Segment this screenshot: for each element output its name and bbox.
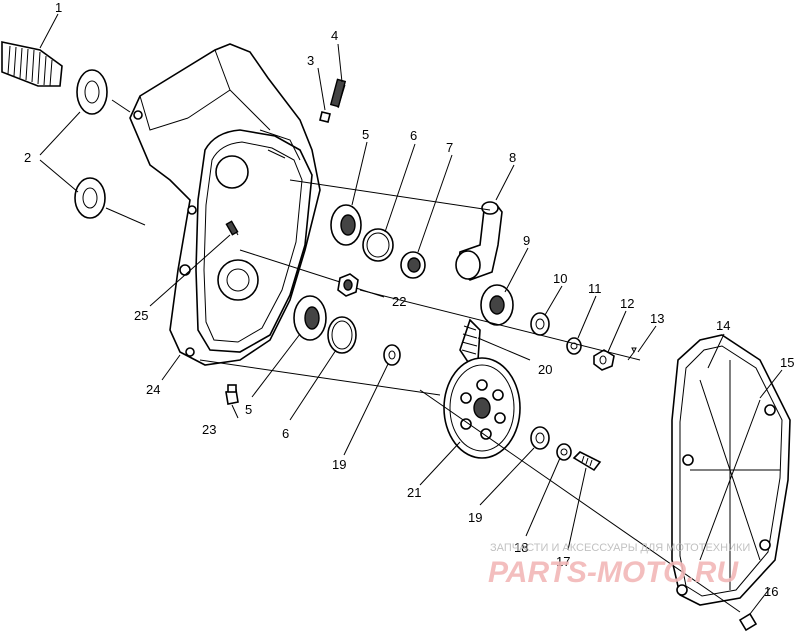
watermark-subtitle: ЗАПЧАСТИ И АКСЕССУАРЫ ДЛЯ МОТОТЕХНИКИ [490,542,750,554]
callout-20: 20 [538,362,552,377]
callout-5-upper: 5 [362,127,369,142]
callout-19-left: 19 [332,457,346,472]
nut-plug-stud [225,220,359,405]
callout-19-right: 19 [468,510,482,525]
watermark-brand: PARTS-MOTO.RU [488,556,739,589]
callout-5-lower: 5 [245,402,252,417]
drive-chain [459,318,481,363]
leader-lines [39,13,783,615]
callout-8: 8 [509,150,516,165]
callout-13: 13 [650,311,664,326]
callout-4: 4 [331,28,338,43]
callout-6-lower: 6 [282,426,289,441]
small-hardware-lower [530,426,602,472]
bearing-upper [330,204,426,279]
small-hardware-right [530,312,637,371]
callout-23: 23 [202,422,216,437]
bearing-lower [293,295,401,366]
callout-6-upper: 6 [410,128,417,143]
lower-gear [443,357,521,459]
callout-14: 14 [716,318,730,333]
chaincase-housing [129,43,321,366]
callout-15: 15 [780,355,794,370]
callout-labels: 1 2 3 4 5 5 6 6 7 8 9 10 11 12 13 14 15 … [24,0,794,599]
callout-7: 7 [446,140,453,155]
callout-10: 10 [553,271,567,286]
callout-3: 3 [307,53,314,68]
callout-9: 9 [523,233,530,248]
callout-18: 18 [514,540,528,555]
callout-25: 25 [134,308,148,323]
oil-seals [74,69,108,219]
bolts-3-4 [319,78,347,123]
callout-1: 1 [55,0,62,15]
callout-21: 21 [407,485,421,500]
watermark: ЗАПЧАСТИ И АКСЕССУАРЫ ДЛЯ МОТОТЕХНИКИ PA… [488,542,750,589]
callout-12: 12 [620,296,634,311]
chaincase-cover [671,334,791,632]
callout-24: 24 [146,382,160,397]
callout-2: 2 [24,150,31,165]
drive-shaft [1,41,63,87]
upper-sprocket [480,284,514,326]
callout-16: 16 [764,584,778,599]
callout-22: 22 [392,294,406,309]
callout-17: 17 [556,554,570,569]
tensioner-arm [455,201,503,281]
callout-11: 11 [588,281,602,296]
